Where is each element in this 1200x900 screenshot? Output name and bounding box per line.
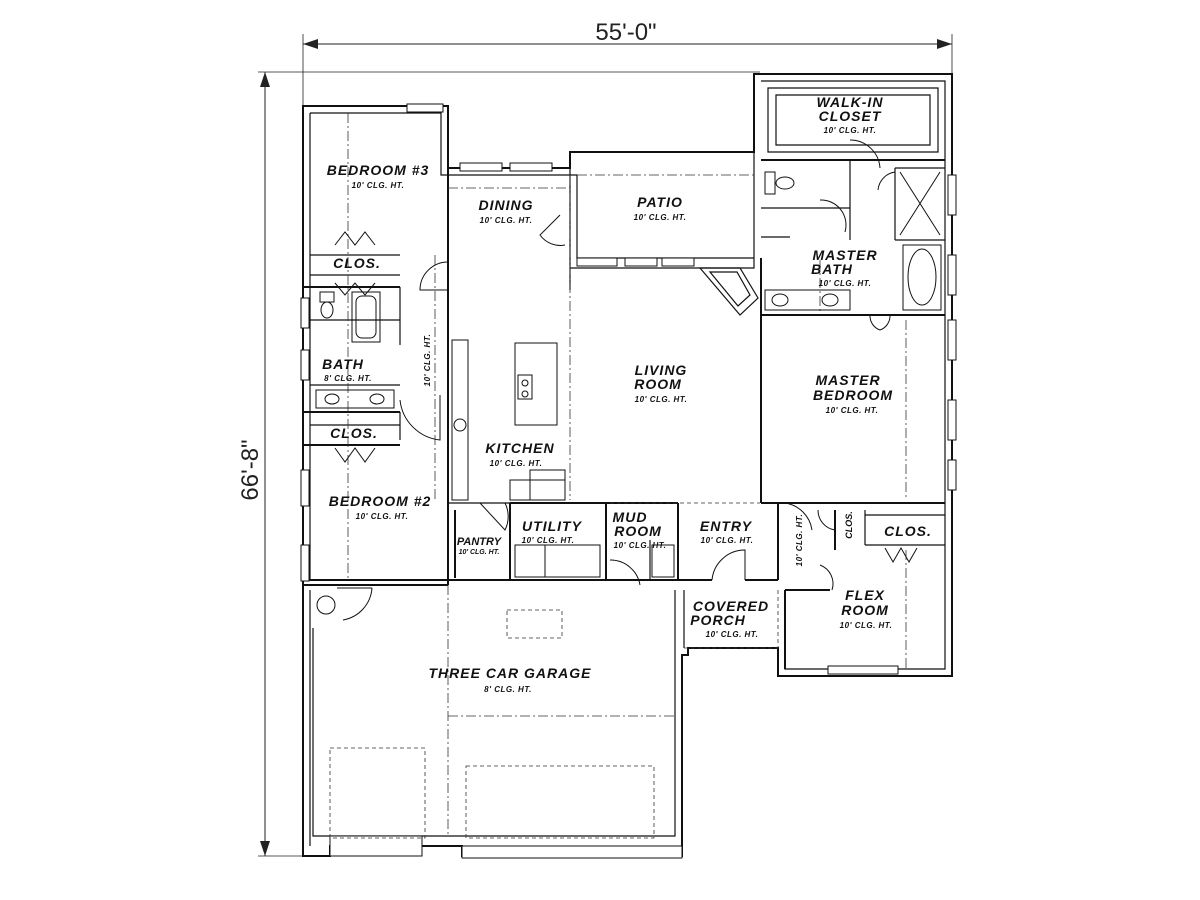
depth-dimension-label: 66'-8" [237,439,264,500]
patio-label: PATIO [637,194,683,210]
living-room-height: 10' CLG. HT. [635,395,688,404]
pantry-label: PANTRY [457,536,503,548]
covered-porch-label-1: COVERED [693,598,769,614]
master-bath-label-1: MASTER [812,247,877,263]
windows [300,103,957,859]
walk-in-closet-label-2: CLOSET [819,108,882,124]
bath-height: 8' CLG. HT. [324,374,372,383]
walk-in-closet-height: 10' CLG. HT. [824,126,877,135]
exterior-walls [302,73,953,857]
ceiling-lines [347,113,907,836]
dining-height: 10' CLG. HT. [480,216,533,225]
hall-height: 10' CLG. HT. [423,334,432,387]
entry-label: ENTRY [700,518,753,534]
mud-room-label-2: ROOM [614,523,662,539]
utility-label: UTILITY [522,518,583,534]
covered-porch-height: 10' CLG. HT. [706,630,759,639]
mud-room-height: 10' CLG. HT. [614,541,667,550]
bath-label: BATH [322,356,364,372]
master-bath-height: 10' CLG. HT. [819,279,872,288]
bedroom3-height: 10' CLG. HT. [352,181,405,190]
interior-walls [303,87,945,669]
width-dimension-label: 55'-0" [595,19,656,46]
living-room-label-2: ROOM [634,376,682,392]
master-bedroom-height: 10' CLG. HT. [826,406,879,415]
flex-room-label-1: FLEX [845,587,885,603]
utility-height: 10' CLG. HT. [522,536,575,545]
closet-lower-label: CLOS. [330,425,378,441]
closet-flex-label: CLOS. [884,523,932,539]
kitchen-height: 10' CLG. HT. [490,459,543,468]
bedroom2-label: BEDROOM #2 [329,493,432,509]
dining-label: DINING [479,197,534,213]
kitchen-label: KITCHEN [485,440,554,456]
patio-height: 10' CLG. HT. [634,213,687,222]
master-bath-label-2: BATH [811,261,853,277]
pantry-height: 10' CLG. HT. [459,549,500,556]
covered-porch-label-2: PORCH [690,612,746,628]
entry-hall-height: 10' CLG. HT. [795,514,804,567]
master-bedroom-label-2: BEDROOM [813,387,893,403]
doors [334,139,918,621]
entry-height: 10' CLG. HT. [701,536,754,545]
width-dimension [302,34,953,108]
closet-small-label: CLOS. [844,511,854,539]
flex-room-label-2: ROOM [841,602,889,618]
bedroom3-label: BEDROOM #3 [327,162,430,178]
room-labels: WALK-IN CLOSET 10' CLG. HT. BEDROOM #3 1… [322,94,932,694]
walk-in-closet-label-1: WALK-IN [817,94,884,110]
flex-room-height: 10' CLG. HT. [840,621,893,630]
master-bedroom-label-1: MASTER [815,372,880,388]
fixtures [315,171,942,839]
mud-room-label-1: MUD [613,509,648,525]
garage-height: 8' CLG. HT. [484,685,532,694]
bedroom2-height: 10' CLG. HT. [356,512,409,521]
garage-label: THREE CAR GARAGE [428,665,591,681]
closet-upper-label: CLOS. [333,255,381,271]
living-room-label-1: LIVING [635,362,688,378]
